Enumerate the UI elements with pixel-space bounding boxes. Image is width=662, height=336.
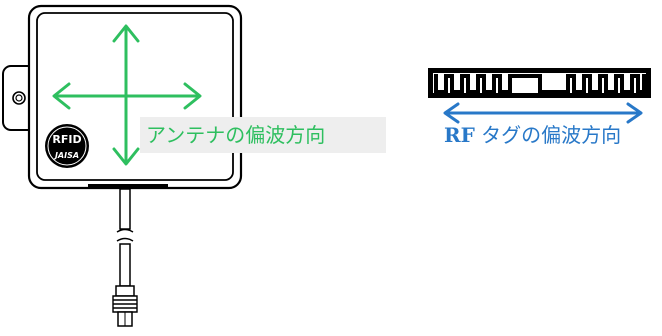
plug-ferrule xyxy=(115,285,135,297)
rf-tag-polarization-label: RF タグの偏波方向 xyxy=(444,120,621,150)
arrow-head-down-icon xyxy=(112,147,140,166)
rf-tag-label-prefix: RF xyxy=(444,123,475,147)
screw-hole-left-icon xyxy=(12,91,26,105)
antenna-device xyxy=(2,4,243,327)
connector-base xyxy=(88,184,168,189)
rf-tag xyxy=(428,68,651,98)
rf-tag-meander-pattern xyxy=(434,74,646,94)
antenna-polarization-arrows xyxy=(52,24,202,166)
arrow-head-right-icon xyxy=(626,102,643,124)
arrow-head-left-icon xyxy=(52,82,71,110)
rf-tag-polarization-arrow xyxy=(443,102,643,124)
badge-top-text: RFID xyxy=(52,133,81,146)
plug-nut-icon xyxy=(112,295,138,313)
rf-tag-label-suffix: タグの偏波方向 xyxy=(474,123,622,147)
arrow-head-left-icon xyxy=(443,102,460,124)
arrow-head-up-icon xyxy=(112,24,140,43)
rfid-badge-icon: RFID JAISA xyxy=(45,124,89,168)
cable-lower xyxy=(119,243,131,287)
arrow-head-right-icon xyxy=(183,82,202,110)
cable-break-icon xyxy=(116,228,134,242)
cable-upper xyxy=(119,188,131,230)
antenna-polarization-label: アンテナの偏波方向 xyxy=(140,117,386,153)
badge-bottom-text: JAISA xyxy=(53,151,79,160)
